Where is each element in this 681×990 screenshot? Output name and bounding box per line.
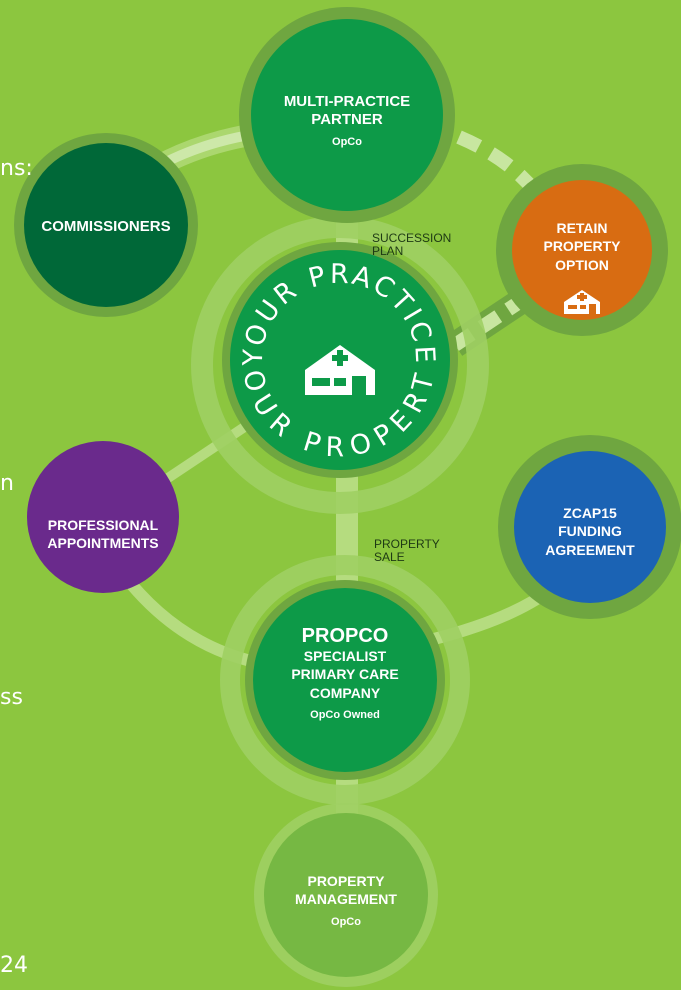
propco-node (245, 580, 445, 780)
professional-title-2: APPOINTMENTS (47, 535, 159, 552)
property-mgmt-title-1: PROPERTY (307, 873, 385, 889)
property-sale-label: PROPERTY SALE (374, 538, 440, 563)
propco-label: PROPCO SPECIALIST PRIMARY CARE COMPANY O… (265, 625, 425, 722)
retain-title-2: PROPERTY (543, 238, 621, 255)
zcap-title-1: ZCAP15 (563, 505, 617, 521)
succession-plan-label: SUCCESSION PLAN (372, 232, 451, 257)
building-icon (305, 345, 375, 395)
multi-practice-title-1: MULTI-PRACTICE (283, 93, 411, 110)
succession-line-1: SUCCESSION (372, 231, 452, 245)
commissioners-label: COMMISSIONERS (26, 218, 186, 236)
edge-fragment-4: 24 (0, 953, 28, 978)
commissioners-node (14, 133, 198, 317)
property-management-node (254, 803, 438, 987)
property-sale-line-1: PROPERTY (374, 537, 440, 551)
multi-practice-label: MULTI-PRACTICE PARTNER OpCo (247, 93, 447, 148)
multi-practice-sub: OpCo (332, 135, 362, 148)
professional-label: PROFESSIONAL APPOINTMENTS (33, 517, 173, 554)
retain-title-3: OPTION (555, 256, 609, 273)
professional-appointments-node (27, 441, 179, 593)
retain-label: RETAIN PROPERTY OPTION (522, 220, 642, 275)
property-mgmt-sub: OpCo (331, 915, 361, 928)
zcap-label: ZCAP15 FUNDING AGREEMENT (530, 505, 650, 560)
property-sale-line-2: SALE (374, 549, 405, 564)
edge-fragment-1: ns: (0, 156, 33, 181)
succession-line-2: PLAN (372, 243, 404, 258)
propco-line-3: COMPANY (309, 684, 381, 701)
property-mgmt-title-2: MANAGEMENT (295, 891, 397, 908)
multi-practice-title-2: PARTNER (311, 111, 383, 129)
property-management-label: PROPERTY MANAGEMENT OpCo (276, 873, 416, 928)
retain-property-option-node (496, 164, 668, 336)
propco-line-1: SPECIALIST (303, 648, 387, 664)
professional-title-1: PROFESSIONAL (47, 517, 159, 533)
edge-fragment-2: n (0, 471, 14, 496)
propco-sub: OpCo Owned (310, 709, 380, 722)
zcap15-node (498, 435, 681, 619)
zcap-title-3: AGREEMENT (545, 541, 635, 558)
retain-building-icon (564, 290, 600, 314)
propco-line-2: PRIMARY CARE (291, 666, 399, 683)
commissioners-title: COMMISSIONERS (41, 218, 171, 235)
multi-practice-partner-node (239, 7, 455, 223)
propco-title: PROPCO (301, 625, 389, 647)
edge-fragment-3: ss (0, 685, 23, 710)
zcap-title-2: FUNDING (558, 523, 622, 540)
retain-title-1: RETAIN (556, 220, 608, 236)
